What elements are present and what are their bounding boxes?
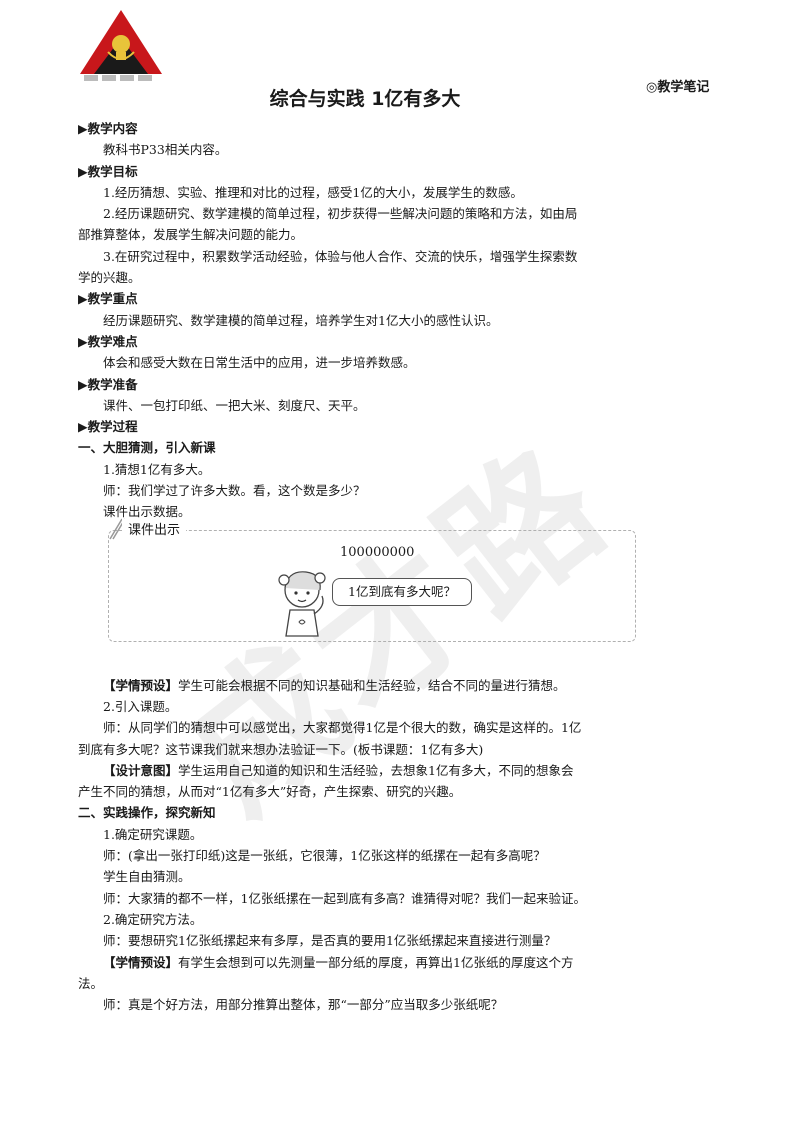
section-heading: ▶教学准备 [78, 376, 138, 392]
lesson-section-top: ▶教学内容教科书P33相关内容。 ▶教学目标 1.经历猜想、实验、推理和对比的过程，… [78, 118, 644, 523]
text-line: 1.确定研究课题。 [103, 826, 203, 842]
text-line: 经历课题研究、数学建模的简单过程，培养学生对1亿大小的感性认识。 [103, 312, 499, 328]
text-line: 2.确定研究方法。 [103, 911, 203, 927]
note-text: 有学生会想到可以先测量一部分纸的厚度，再算出1亿张纸的厚度这个方 [178, 954, 574, 970]
text-line: 师：从同学们的猜想中可以感觉出，大家都觉得1亿是个很大的数，确实是这样的。1亿 [103, 720, 582, 736]
text-line: 体会和感受大数在日常生活中的应用，进一步培养数感。 [103, 355, 416, 371]
text-line: 教科书P33相关内容。 [103, 142, 228, 158]
note-tag: 【学情预设】 [103, 677, 179, 693]
callout-label: 课件出示 [122, 519, 187, 538]
page-title: 综合与实践 1亿有多大 [269, 88, 461, 110]
section-heading: ▶教学目标 [78, 163, 138, 179]
text-line: 师：要想研究1亿张纸摞起来有多厚，是否真的要用1亿张纸摞起来直接进行测量？ [103, 933, 557, 949]
section-heading: ▶教学重点 [78, 291, 138, 307]
section-heading: ▶教学难点 [78, 333, 138, 349]
note-text: 学生可能会根据不同的知识基础和生活经验，结合不同的量进行猜想。 [178, 677, 566, 693]
text-line: 课件、一包打印纸、一把大米、刻度尺、天平。 [103, 397, 366, 413]
school-logo-icon [80, 10, 162, 74]
text-line: 法。 [78, 975, 104, 991]
text-line: 1.经历猜想、实验、推理和对比的过程，感受1亿的大小，发展学生的数感。 [103, 184, 523, 200]
speech-bubble: 1亿到底有多大呢？ [332, 578, 472, 606]
text-line: 师：大家猜的都不一样，1亿张纸摞在一起到底有多高？谁猜得对呢？我们一起来验证。 [103, 890, 586, 906]
text-line: 师：我们学过了许多大数。看，这个数是多少？ [103, 483, 366, 499]
text-line: 部推算整体，发展学生解决问题的能力。 [78, 227, 304, 243]
text-line: 2.引入课题。 [103, 698, 178, 714]
text-line: 师：(拿出一张打印纸)这是一张纸，它很薄，1亿张这样的纸摞在一起有多高呢？ [103, 848, 546, 864]
big-number: 100000000 [340, 545, 415, 560]
girl-illustration-icon [278, 571, 326, 637]
text-line: 1.猜想1亿有多大。 [103, 461, 211, 477]
logo-caption-icon [84, 75, 152, 81]
text-line: 学的兴趣。 [78, 270, 141, 286]
note-text: 学生运用自己知道的知识和生活经验，去想象1亿有多大，不同的想象会 [178, 762, 574, 778]
lesson-section-bottom: 【学情预设】学生可能会根据不同的知识基础和生活经验，结合不同的量进行猜想。2.引… [78, 675, 644, 1016]
text-line: 【学情预设】有学生会想到可以先测量一部分纸的厚度，再算出1亿张纸的厚度这个方 [78, 952, 644, 973]
text-line: 3.在研究过程中，积累数学活动经验，体验与他人合作、交流的快乐，增强学生探索数 [103, 248, 578, 264]
text-line: 师：真是个好方法，用部分推算出整体，那“一部分”应当取多少张纸呢？ [103, 997, 504, 1013]
lesson-plan-body: ▶教学内容教科书P33相关内容。 ▶教学目标 1.经历猜想、实验、推理和对比的过程，… [78, 118, 644, 1015]
section-heading: ▶教学过程 [78, 419, 138, 435]
section-heading: 一、大胆猜测，引入新课 [78, 440, 216, 456]
text-line: 2.经历课题研究、数学建模的简单过程，初步获得一些解决问题的策略和方法，如由局 [103, 206, 578, 222]
text-line: 产生不同的猜想，从而对“1亿有多大”好奇，产生探索、研究的兴趣。 [78, 784, 462, 800]
section-heading: ▶教学内容 [78, 121, 138, 136]
courseware-callout [108, 530, 636, 642]
note-tag: 【设计意图】 [103, 762, 179, 778]
text-line: 【设计意图】学生运用自己知道的知识和生活经验，去想象1亿有多大，不同的想象会 [78, 760, 644, 781]
text-line: 课件出示数据。 [103, 504, 191, 520]
text-line: 【学情预设】学生可能会根据不同的知识基础和生活经验，结合不同的量进行猜想。 [78, 675, 644, 696]
section-heading: 二、实践操作，探究新知 [78, 805, 216, 821]
text-line: 到底有多大呢？这节课我们就来想办法验证一下。(板书课题：1亿有多大) [78, 741, 484, 757]
text-line: 学生自由猜测。 [103, 869, 191, 885]
note-tag: 【学情预设】 [103, 954, 179, 970]
teaching-notes-label: ◎教学笔记 [646, 80, 710, 95]
